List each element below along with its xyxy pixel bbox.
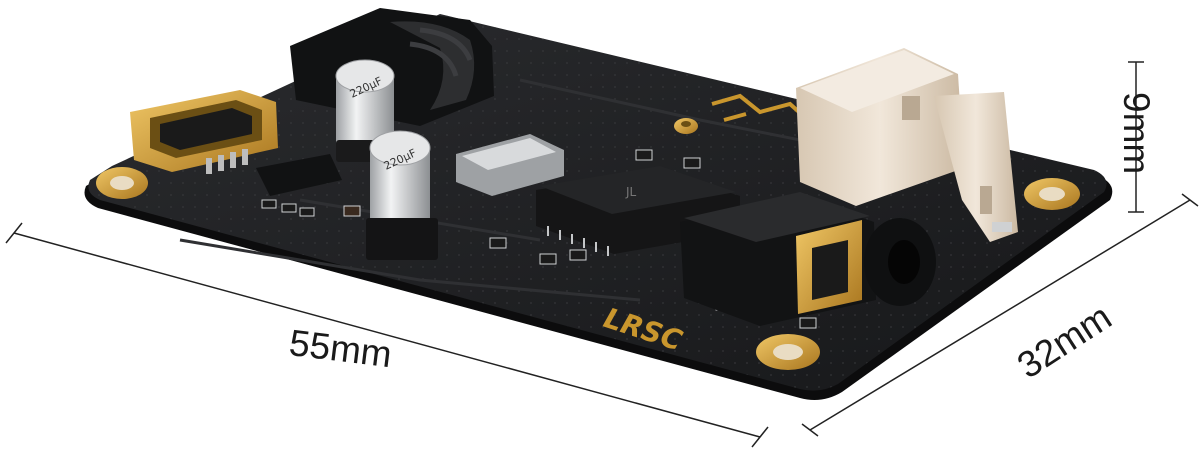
dimension-lines	[5, 61, 1199, 448]
mounting-hole-left	[96, 167, 148, 199]
length-tick-right	[751, 426, 769, 448]
antenna-trace	[711, 93, 810, 122]
mounting-hole-front	[756, 334, 820, 370]
length-tick-left	[5, 222, 23, 244]
micro-usb-port	[130, 90, 278, 174]
mounting-hole-right	[1024, 178, 1080, 210]
length-dimension-line	[13, 232, 761, 438]
ic-marking: JL	[625, 185, 637, 199]
capacitor-2: 220µF	[366, 130, 438, 260]
width-tick-top	[1181, 193, 1199, 207]
height-dimension-label: 9mm	[1116, 92, 1157, 175]
battery-connector	[796, 48, 1018, 242]
width-dimension-line	[809, 199, 1191, 431]
crystal-oscillator	[456, 134, 564, 196]
antenna-connector	[674, 118, 698, 134]
width-tick-bottom	[801, 423, 819, 437]
mounting-holes	[96, 167, 1080, 370]
audio-jack	[680, 192, 936, 326]
